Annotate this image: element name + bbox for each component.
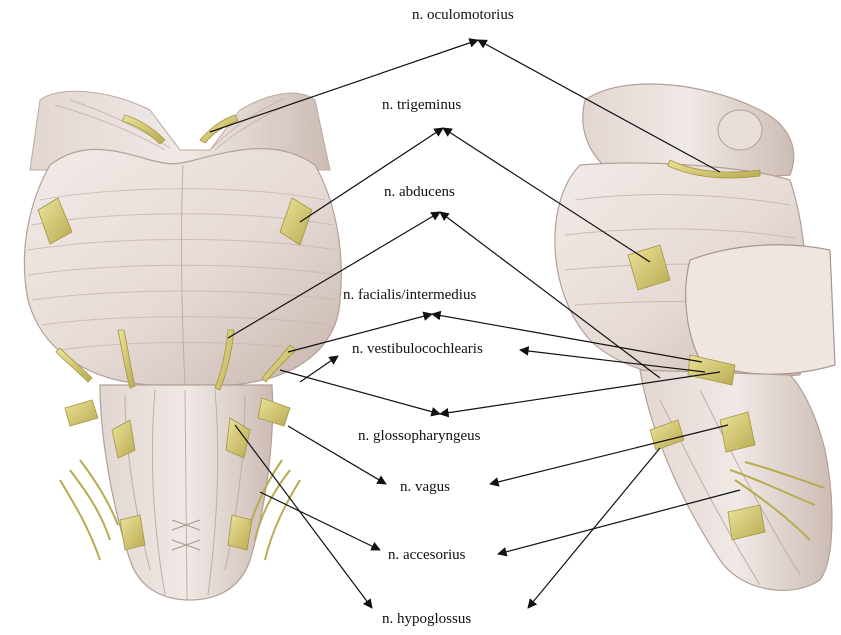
label-trigeminus: n. trigeminus (382, 96, 461, 114)
hypoglossal-left (120, 515, 145, 550)
label-hypoglossus: n. hypoglossus (382, 610, 471, 628)
cerebellar-peduncle-cut (686, 245, 835, 374)
label-facialis-intermedius: n. facialis/intermedius (343, 286, 476, 304)
arrow-glosso-left (280, 370, 440, 414)
arrow-oculomotorius-left (210, 40, 478, 132)
label-abducens: n. abducens (384, 183, 455, 201)
label-accesorius: n. accesorius (388, 546, 465, 564)
brainstem-ventral-view (24, 91, 341, 600)
label-vestibulocochlearis: n. vestibulocochlearis (352, 340, 483, 358)
colliculus (718, 110, 762, 150)
label-vagus: n. vagus (400, 478, 450, 496)
brainstem-lateral-view (555, 84, 835, 590)
label-oculomotorius: n. oculomotorius (412, 6, 514, 24)
glossopharyngeal-left (65, 400, 98, 426)
label-glossopharyngeus: n. glossopharyngeus (358, 427, 481, 445)
arrow-hypoglossus-right (528, 448, 660, 608)
